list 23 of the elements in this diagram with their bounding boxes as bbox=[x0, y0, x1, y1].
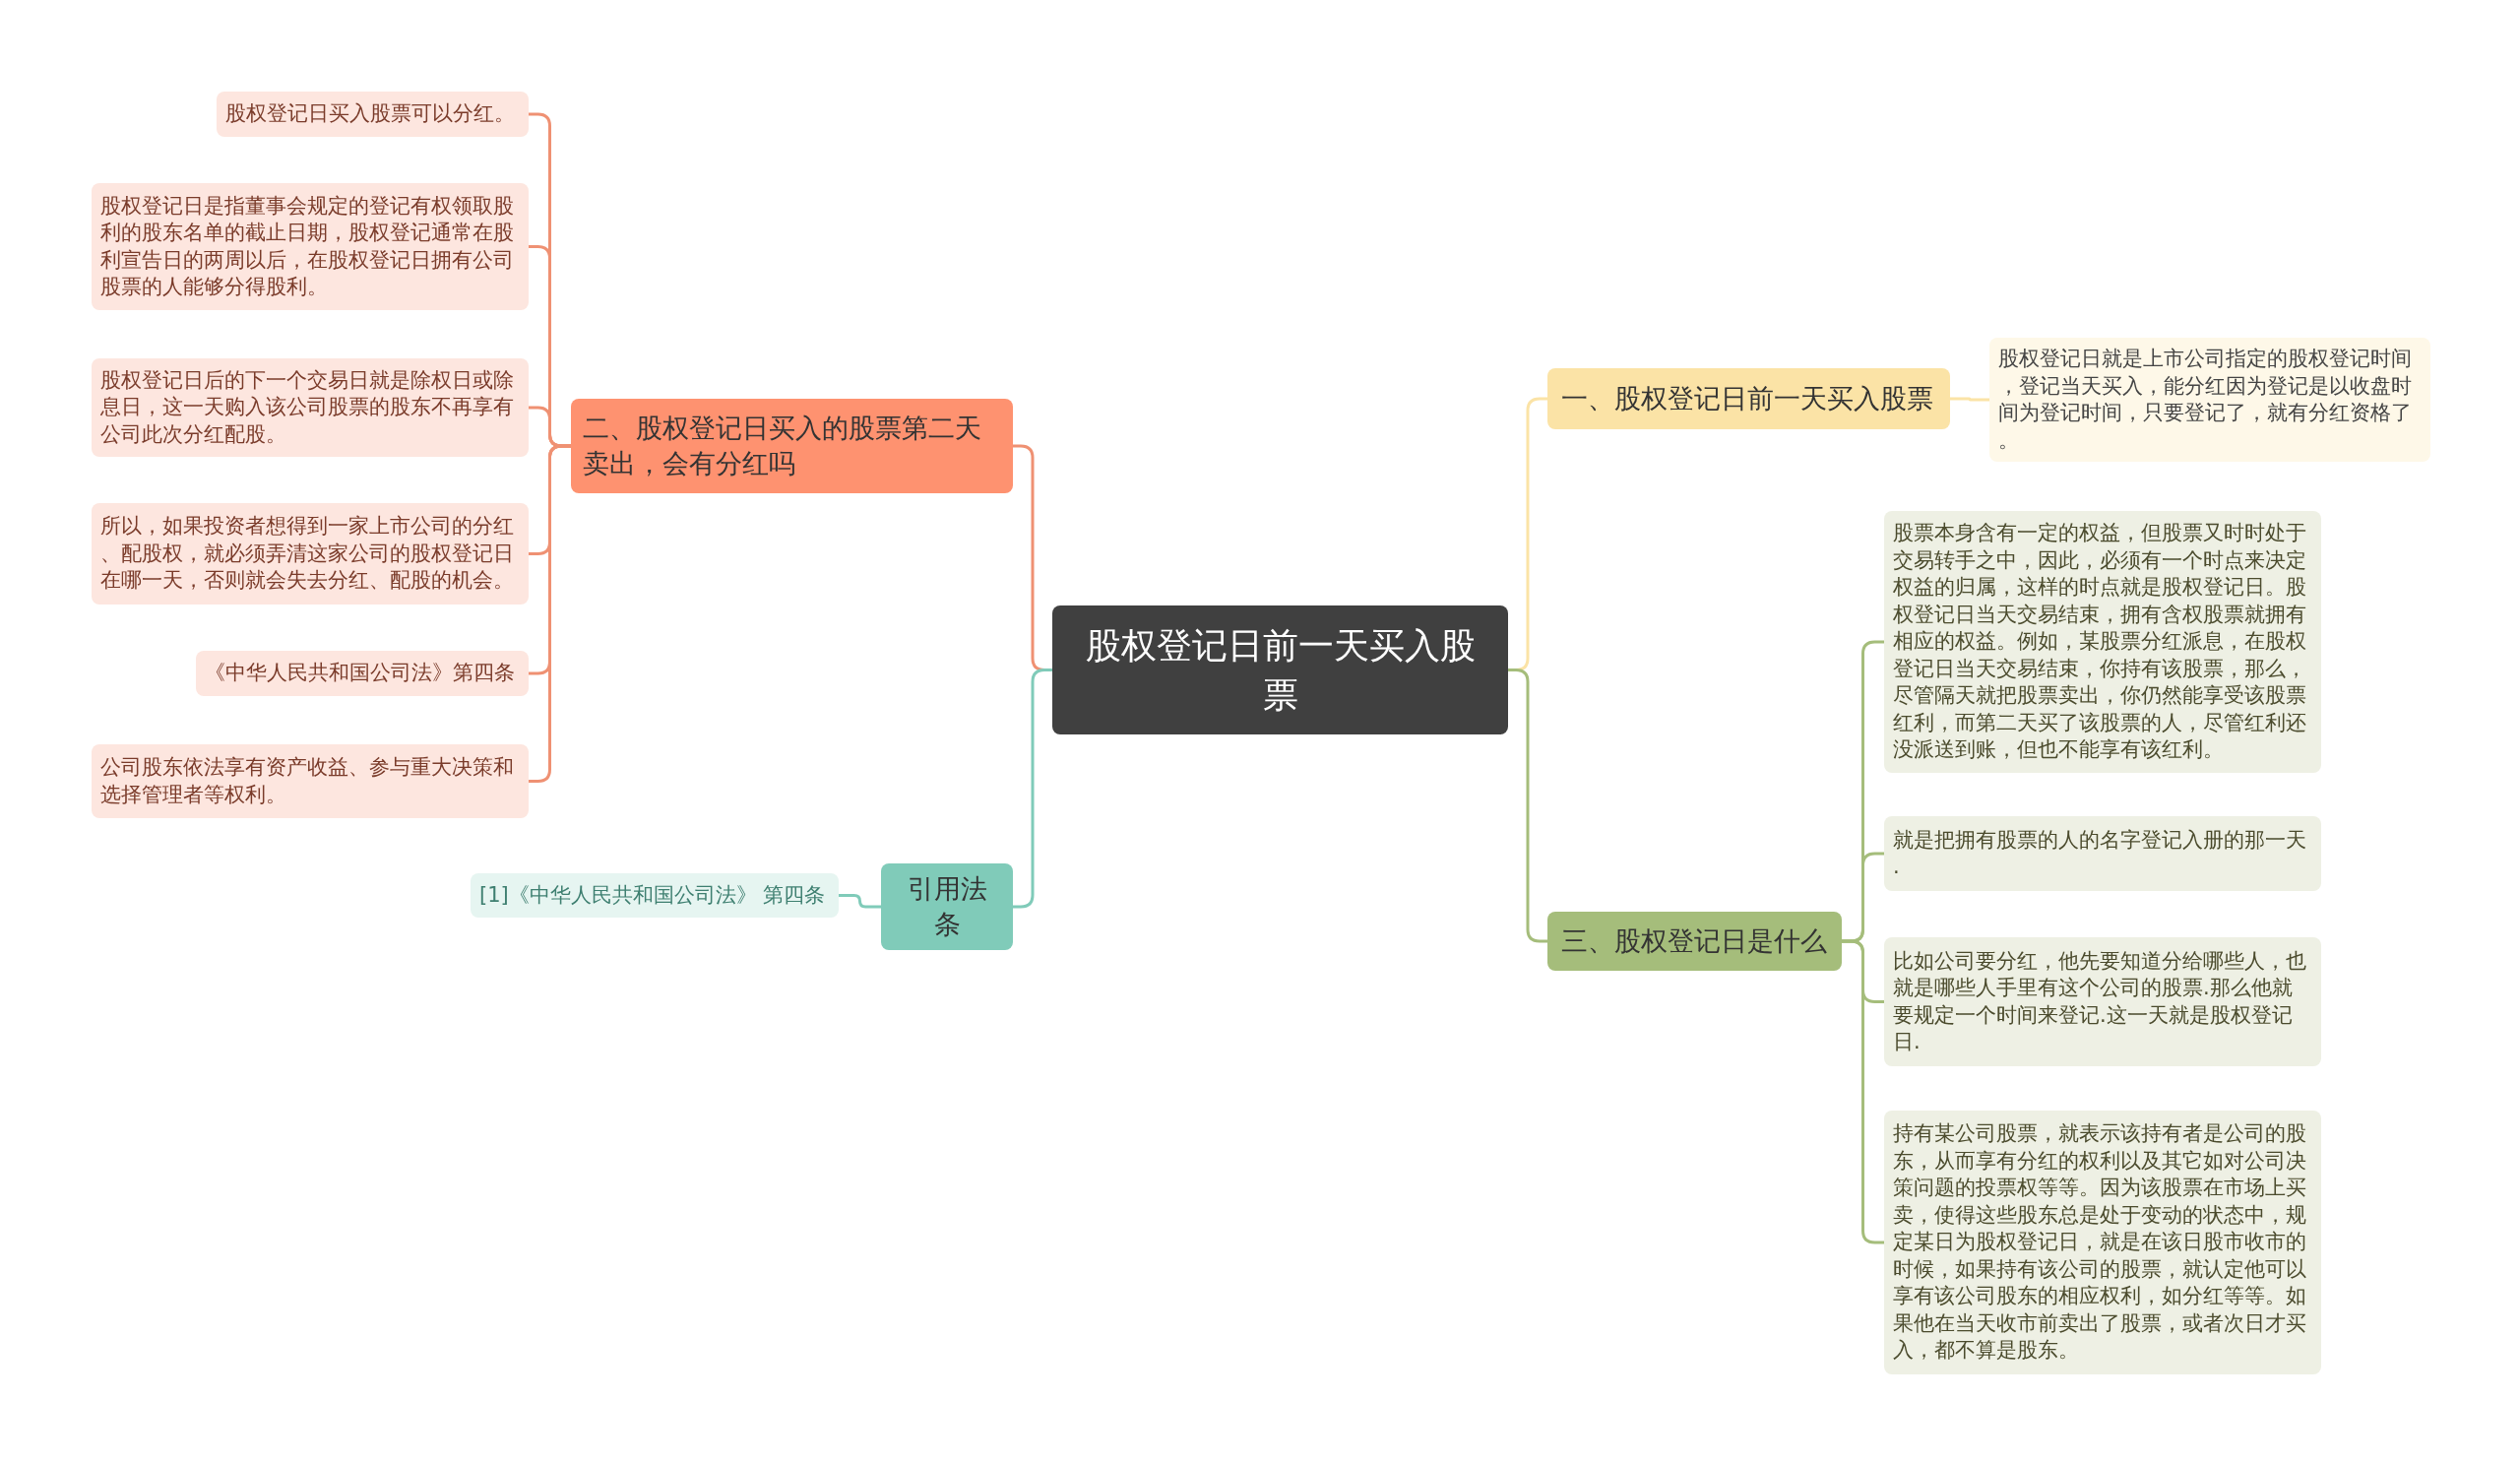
branch-topic-box: 二、股权登记日买入的股票第二天卖出，会有分红吗 bbox=[571, 399, 1013, 493]
note-box: 持有某公司股票，就表示该持有者是公司的股东，从而享有分红的权利以及其它如对公司决策问题的投票权等等。因为该股票在市场上买卖，使得这些股东总是处于变动的状态中，规定某日为股权登记日，就是在该日股市收市的时候，如果持有该公司的股票，就认定他可以享有该公司股东的相应权利，如分红等等。如果他在当天收市前卖出了股票，或者次日才买入，都不算是股东。 bbox=[1884, 1111, 2321, 1374]
note-box: 所以，如果投资者想得到一家上市公司的分红、配股权，就必须弄清这家公司的股权登记日在哪一天，否则就会失去分红、配股的机会。 bbox=[92, 503, 529, 605]
connector-line bbox=[1842, 939, 1884, 1244]
note-box: 股权登记日就是上市公司指定的股权登记时间，登记当天买入，能分红因为登记是以收盘时间为登记时间，只要登记了，就有分红资格了。 bbox=[1989, 338, 2430, 462]
central-topic-box: 股权登记日前一天买入股票 bbox=[1052, 605, 1508, 734]
connector-line bbox=[1013, 668, 1052, 909]
connector-line bbox=[839, 894, 881, 909]
branch-topic-box: 引用法条 bbox=[881, 863, 1013, 950]
note-box: [1]《中华人民共和国公司法》 第四条 bbox=[471, 873, 839, 918]
connector-line bbox=[1950, 397, 1989, 402]
note-box: 股权登记日后的下一个交易日就是除权日或除息日，这一天购入该公司股票的股东不再享有公司此次分红配股。 bbox=[92, 358, 529, 457]
note-box: 股权登记日是指董事会规定的登记有权领取股利的股东名单的截止日期，股权登记通常在股利宣告日的两周以后，在股权登记日拥有公司股票的人能够分得股利。 bbox=[92, 183, 529, 310]
note-box: 股票本身含有一定的权益，但股票又时时处于交易转手之中，因此，必须有一个时点来决定权益的归属，这样的时点就是股权登记日。股权登记日当天交易结束，拥有含权股票就拥有相应的权益。例如，某股票分红派息，在股权登记日当天交易结束，你持有该股票，那么，尽管隔天就把股票卖出，你仍然能享受该股票红利，而第二天买了该股票的人，尽管红利还没派送到账，但也不能享有该红利。 bbox=[1884, 511, 2321, 773]
note-box: 公司股东依法享有资产收益、参与重大决策和选择管理者等权利。 bbox=[92, 744, 529, 818]
note-box: 股权登记日买入股票可以分红。 bbox=[217, 92, 529, 137]
connector-line bbox=[1508, 668, 1547, 943]
branch-topic-box: 一、股权登记日前一天买入股票 bbox=[1547, 368, 1950, 429]
connector-line bbox=[529, 444, 571, 783]
note-box: 就是把拥有股票的人的名字登记入册的那一天. bbox=[1884, 816, 2321, 891]
note-box: 《中华人民共和国公司法》第四条 bbox=[196, 651, 529, 696]
branch-topic-box: 三、股权登记日是什么 bbox=[1547, 912, 1842, 971]
note-box: 比如公司要分红，他先要知道分给哪些人，也就是哪些人手里有这个公司的股票.那么他就要规定一个时间来登记.这一天就是股权登记日. bbox=[1884, 937, 2321, 1066]
